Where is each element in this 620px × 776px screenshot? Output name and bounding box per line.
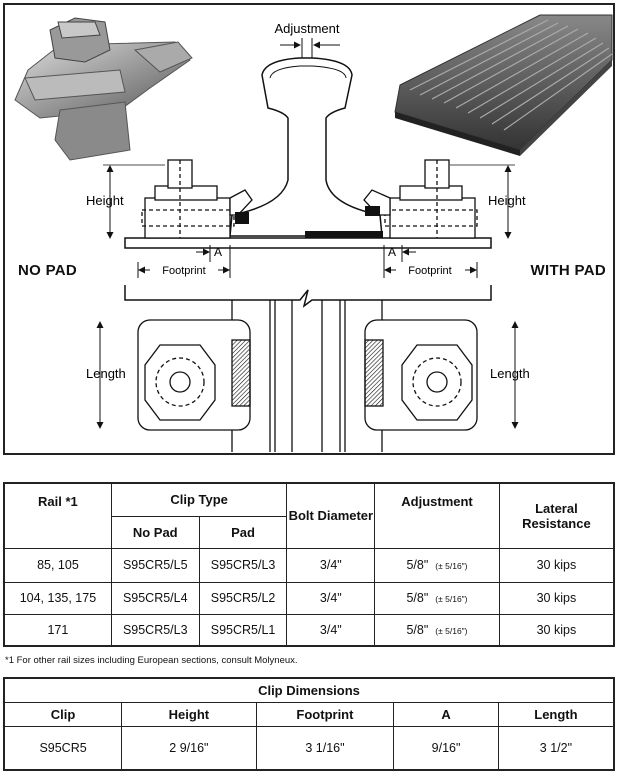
pad-photo xyxy=(394,14,613,156)
lateral-resistance-header: Lateral Resistance xyxy=(498,482,615,549)
bolt-diameter-header: Bolt Diameter xyxy=(286,482,376,549)
table-row: S95CR5 2 9/16" 3 1/16" 9/16" 3 1/2" xyxy=(3,725,615,771)
table-row: 85, 105 S95CR5/L5 S95CR5/L3 3/4" 5/8" (±… xyxy=(3,547,615,583)
bolt-cell: 3/4" xyxy=(286,581,376,615)
length-header: Length xyxy=(497,701,615,727)
no-pad-header: No Pad xyxy=(110,515,200,549)
clip-dimensions-title: Clip Dimensions xyxy=(3,677,615,703)
footprint-header: Footprint xyxy=(255,701,395,727)
no-pad-cell: S95CR5/L4 xyxy=(110,581,200,615)
length-label-right: Length xyxy=(490,366,530,381)
clip-dimensions-table: Clip Dimensions Clip Height Footprint A … xyxy=(3,677,615,771)
clip-type-header: Clip Type xyxy=(110,482,288,517)
adjustment-value: 5/8" xyxy=(406,622,429,637)
length-cell: 3 1/2" xyxy=(497,725,615,771)
left-clip xyxy=(141,159,253,239)
pad-cell: S95CR5/L1 xyxy=(198,613,288,647)
table-row: 104, 135, 175 S95CR5/L4 S95CR5/L2 3/4" 5… xyxy=(3,581,615,615)
adjustment-cell: 5/8" (± 5/16") xyxy=(374,547,500,583)
clip-header: Clip xyxy=(3,701,123,727)
height-label-right: Height xyxy=(488,193,526,208)
no-pad-cell: S95CR5/L3 xyxy=(110,613,200,647)
adjustment-tolerance: (± 5/16") xyxy=(435,594,468,604)
clip-cell: S95CR5 xyxy=(3,725,123,771)
height-label-left: Height xyxy=(86,193,124,208)
table-row: 171 S95CR5/L3 S95CR5/L1 3/4" 5/8" (± 5/1… xyxy=(3,613,615,647)
lateral-cell: 30 kips xyxy=(498,613,615,647)
a-cell: 9/16" xyxy=(393,725,499,771)
right-clip xyxy=(363,159,478,239)
pad-cell: S95CR5/L2 xyxy=(198,581,288,615)
adjustment-value: 5/8" xyxy=(406,558,429,572)
clip-photo xyxy=(14,17,193,161)
adjustment-tolerance: (± 5/16") xyxy=(435,625,468,636)
no-pad-cell: S95CR5/L5 xyxy=(110,547,200,583)
footprint-label-right: Footprint xyxy=(408,265,451,277)
rail-cell: 171 xyxy=(3,613,112,647)
clip-type-table: Rail *1 Clip Type Bolt Diameter Adjustme… xyxy=(3,482,615,647)
pad-strip xyxy=(305,231,383,238)
a-label-left: A xyxy=(214,245,222,259)
with-pad-label: WITH PAD xyxy=(530,262,606,279)
height-header: Height xyxy=(121,701,257,727)
pad-cell: S95CR5/L3 xyxy=(198,547,288,583)
pad-header: Pad xyxy=(198,515,288,549)
footnote: *1 For other rail sizes including Europe… xyxy=(5,655,298,666)
adjustment-header: Adjustment xyxy=(374,482,500,549)
rail-header: Rail *1 xyxy=(3,482,112,549)
bolt-cell: 3/4" xyxy=(286,613,376,647)
footprint-cell: 3 1/16" xyxy=(255,725,395,771)
adjustment-cell: 5/8" (± 5/16") xyxy=(374,581,500,615)
adjustment-cell: 5/8" (± 5/16") xyxy=(374,613,500,647)
a-header: A xyxy=(393,701,499,727)
height-cell: 2 9/16" xyxy=(121,725,257,771)
rail-section xyxy=(229,57,383,237)
adjustment-label: Adjustment xyxy=(274,21,339,36)
a-label-right: A xyxy=(388,245,396,259)
adjustment-tolerance: (± 5/16") xyxy=(435,561,468,571)
lateral-cell: 30 kips xyxy=(498,547,615,583)
adjustment-value: 5/8" xyxy=(406,591,429,605)
rail-cell: 85, 105 xyxy=(3,547,112,583)
break-line xyxy=(124,285,492,308)
plan-left-clip xyxy=(137,319,251,431)
rail-cell: 104, 135, 175 xyxy=(3,581,112,615)
base-plate xyxy=(124,237,492,249)
lateral-cell: 30 kips xyxy=(498,581,615,615)
no-pad-label: NO PAD xyxy=(18,262,78,279)
length-label-left: Length xyxy=(86,366,126,381)
bolt-cell: 3/4" xyxy=(286,547,376,583)
rail-clip-diagram: Adjustment Height Height A xyxy=(14,14,613,452)
plan-rail xyxy=(231,300,383,452)
footprint-label-left: Footprint xyxy=(162,265,205,277)
plan-right-clip xyxy=(364,319,478,431)
